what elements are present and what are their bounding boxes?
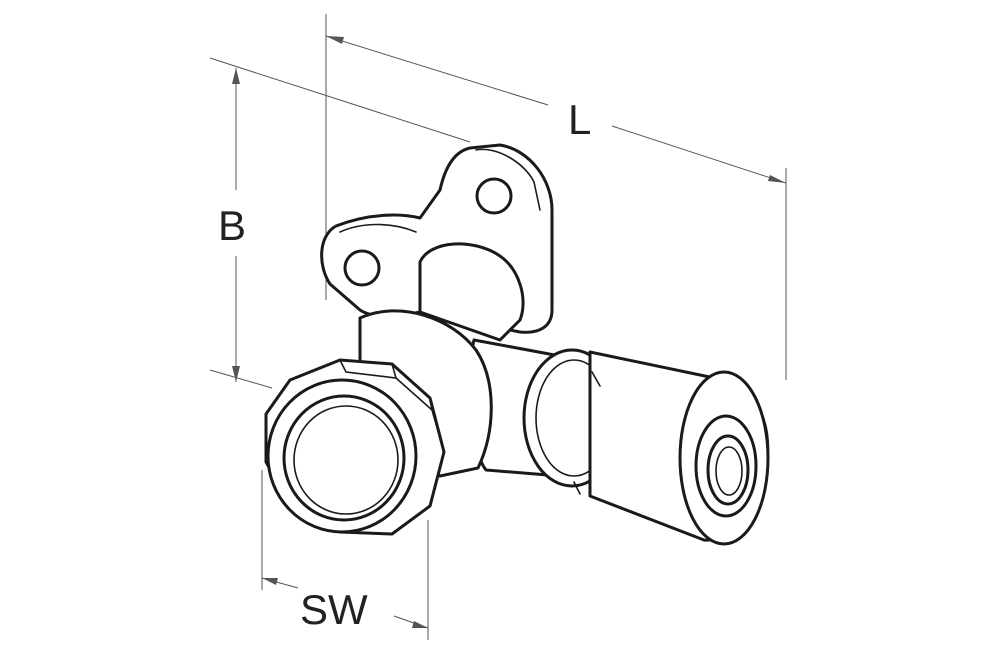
hex-facet-1 bbox=[339, 359, 398, 379]
nut-face-bore bbox=[282, 394, 406, 522]
dimension-line-l-b bbox=[611, 125, 787, 184]
dimension-b: B bbox=[209, 57, 471, 389]
dimension-line-l-a bbox=[325, 35, 549, 106]
arrowhead-l-left bbox=[326, 36, 344, 44]
dimension-label-b: B bbox=[218, 202, 246, 249]
mounting-hole-upper bbox=[475, 177, 513, 215]
union-nut bbox=[264, 309, 493, 536]
arrowhead-b-top bbox=[232, 68, 240, 84]
body-neck bbox=[418, 242, 525, 342]
flange-edge-top bbox=[475, 148, 541, 211]
sleeve-notch-top bbox=[591, 371, 601, 387]
mounting-hole-lower bbox=[343, 249, 381, 287]
dimension-l: L bbox=[325, 14, 787, 380]
wall-plate bbox=[320, 143, 554, 342]
arrowhead-l-right bbox=[768, 175, 786, 183]
arrowhead-sw-right bbox=[412, 621, 428, 628]
extension-line-b-top bbox=[209, 57, 471, 143]
extension-line-b-bottom bbox=[209, 369, 273, 389]
sleeve-notch-bottom bbox=[573, 481, 581, 495]
arrowhead-sw-left bbox=[262, 578, 278, 585]
flange-edge-left bbox=[339, 223, 417, 233]
dimension-label-sw: SW bbox=[300, 586, 368, 633]
dimension-sw: SW bbox=[261, 470, 429, 640]
press-sleeve-assembly bbox=[468, 338, 770, 546]
dimension-label-l: L bbox=[568, 96, 591, 143]
hex-facet-3 bbox=[431, 409, 445, 453]
pipe-bore-inner bbox=[715, 446, 743, 496]
nut-face-inner bbox=[293, 405, 399, 515]
arrowhead-b-bottom bbox=[232, 366, 240, 382]
